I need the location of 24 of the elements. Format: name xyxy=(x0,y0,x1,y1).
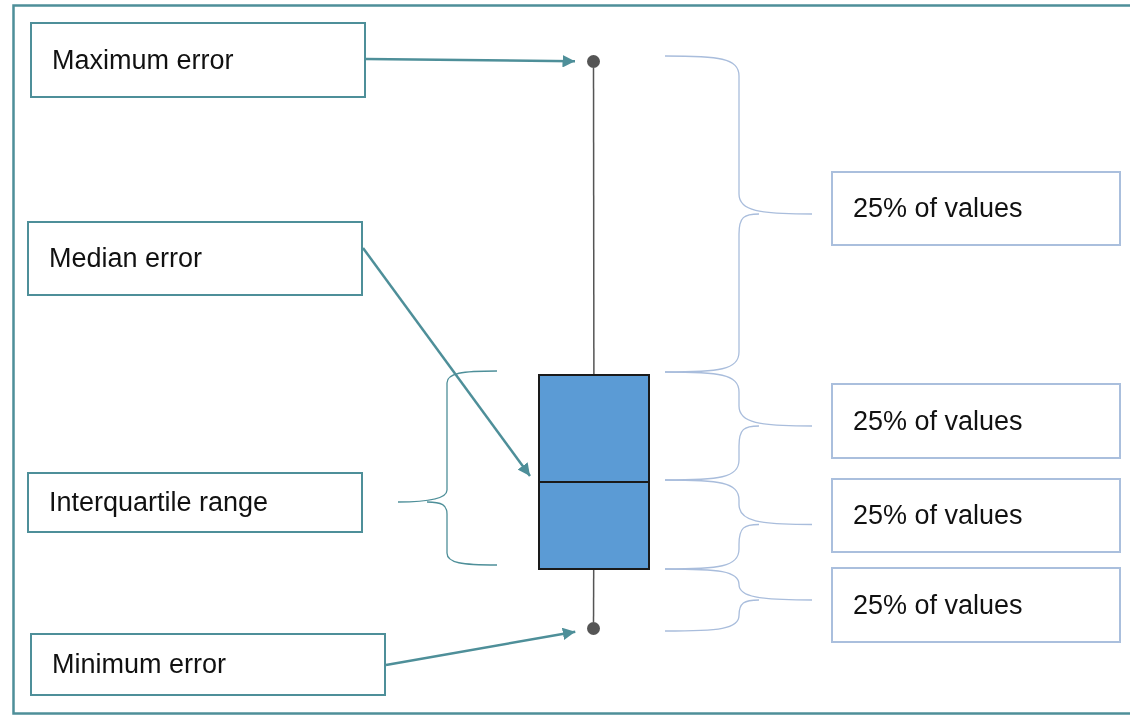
whisker-line xyxy=(592,67,595,375)
label-box xyxy=(27,221,363,296)
label-box xyxy=(30,22,366,98)
label-box xyxy=(831,567,1121,643)
whisker-end-dot xyxy=(587,622,600,635)
label-box xyxy=(831,171,1121,246)
label-text: Maximum error xyxy=(52,46,234,74)
label-text: Minimum error xyxy=(52,651,226,678)
label-text: 25% of values xyxy=(853,502,1023,529)
label-text: Interquartile range xyxy=(49,489,269,516)
label-text: 25% of values xyxy=(853,407,1023,435)
whisker-end-dot xyxy=(587,55,600,68)
arrow xyxy=(366,54,575,68)
label-box xyxy=(831,383,1121,459)
label-text: Median error xyxy=(49,245,203,272)
whisker-line xyxy=(592,569,595,623)
arrow xyxy=(362,247,531,477)
interquartile-box xyxy=(538,374,650,570)
label-box xyxy=(831,478,1121,553)
label-text: 25% of values xyxy=(853,195,1023,222)
label-text: 25% of values xyxy=(853,591,1023,619)
label-box xyxy=(27,472,363,533)
arrow xyxy=(385,627,576,667)
label-box xyxy=(30,633,386,696)
